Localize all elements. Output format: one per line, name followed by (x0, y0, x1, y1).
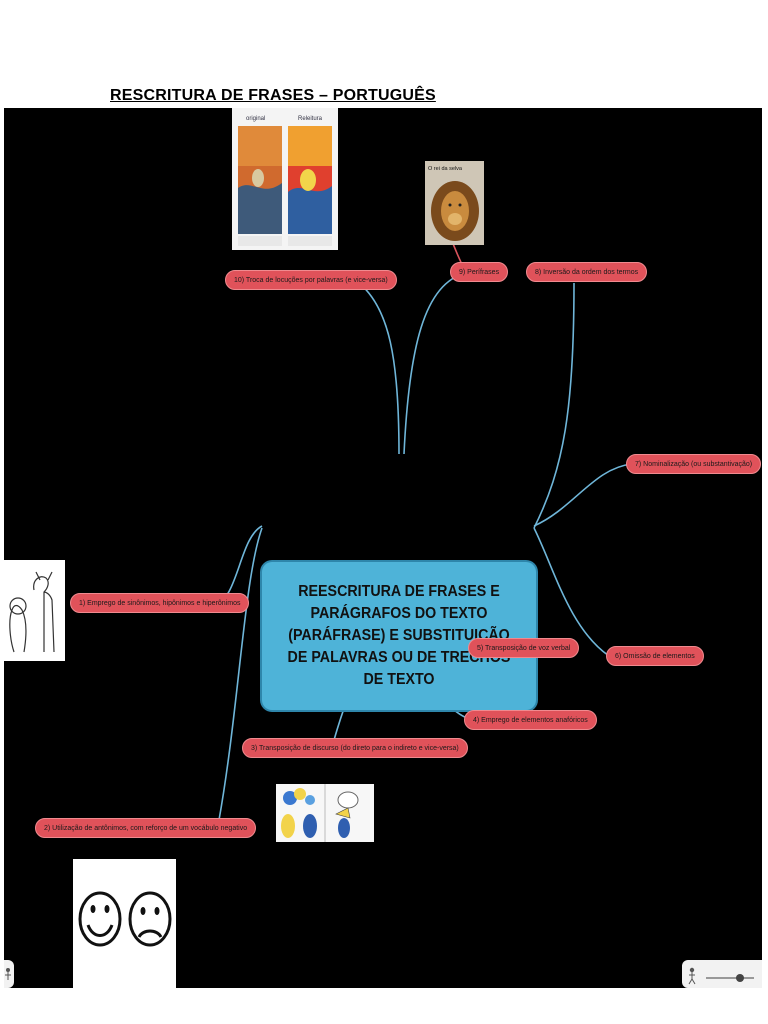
person-icon[interactable] (4, 960, 14, 988)
central-topic-label: REESCRITURA DE FRASES E PARÁGRAFOS DO TE… (287, 583, 511, 688)
lion-caption: O rei da selva (428, 166, 463, 172)
node-nominalizacao[interactable]: 7) Nominalização (ou substantivação) (626, 454, 762, 474)
node-emprego-de-sinonimos[interactable]: 1) Emprego de sinônimos, hipônimos e hip… (70, 593, 250, 613)
speech-bubbles-thumbnail (276, 784, 374, 842)
node-troca-de-locucoes[interactable]: 10) Troca de locuções por palavras (e vi… (225, 270, 397, 290)
painting-right-caption: Releitura (298, 116, 323, 122)
link-n6 (533, 527, 610, 657)
node-perifrases[interactable]: 9) Perífrases (450, 262, 509, 282)
mindmap-canvas[interactable]: REESCRITURA DE FRASES E PARÁGRAFOS DO TE… (4, 108, 762, 988)
node-transposicao-de-discurso[interactable]: 3) Transposição de discurso (do direto p… (242, 738, 468, 758)
dogs-thumbnail (4, 560, 65, 661)
node-emprego-de-anaforicos[interactable]: 4) Emprego de elementos anafóricos (464, 710, 597, 730)
painting-left-caption: original (246, 116, 265, 122)
node-transposicao-de-voz[interactable]: 5) Transposição de voz verbal (468, 638, 580, 658)
painting-thumbnail: original Releitura (232, 108, 338, 250)
node-omissao-de-elementos[interactable]: 6) Omissão de elementos (606, 646, 704, 666)
link-n2 (218, 527, 263, 821)
mindmap-central-topic[interactable]: REESCRITURA DE FRASES E PARÁGRAFOS DO TE… (262, 562, 536, 710)
link-n10 (358, 282, 400, 455)
mindmap-links (43, 172, 633, 830)
node-inversao-da-ordem[interactable]: 8) Inversão da ordem dos termos (526, 262, 648, 282)
link-n9 (403, 272, 467, 455)
page-title: RESCRITURA DE FRASES – PORTUGUÊS (110, 87, 436, 104)
node-utilizacao-de-antonimos[interactable]: 2) Utilização de antônimos, com reforço … (35, 818, 257, 838)
zoom-slider[interactable] (682, 960, 762, 988)
smileys-thumbnail (73, 859, 176, 988)
link-n7 (533, 463, 633, 527)
link-n8 (533, 282, 575, 529)
lion-thumbnail: O rei da selva (425, 161, 484, 245)
